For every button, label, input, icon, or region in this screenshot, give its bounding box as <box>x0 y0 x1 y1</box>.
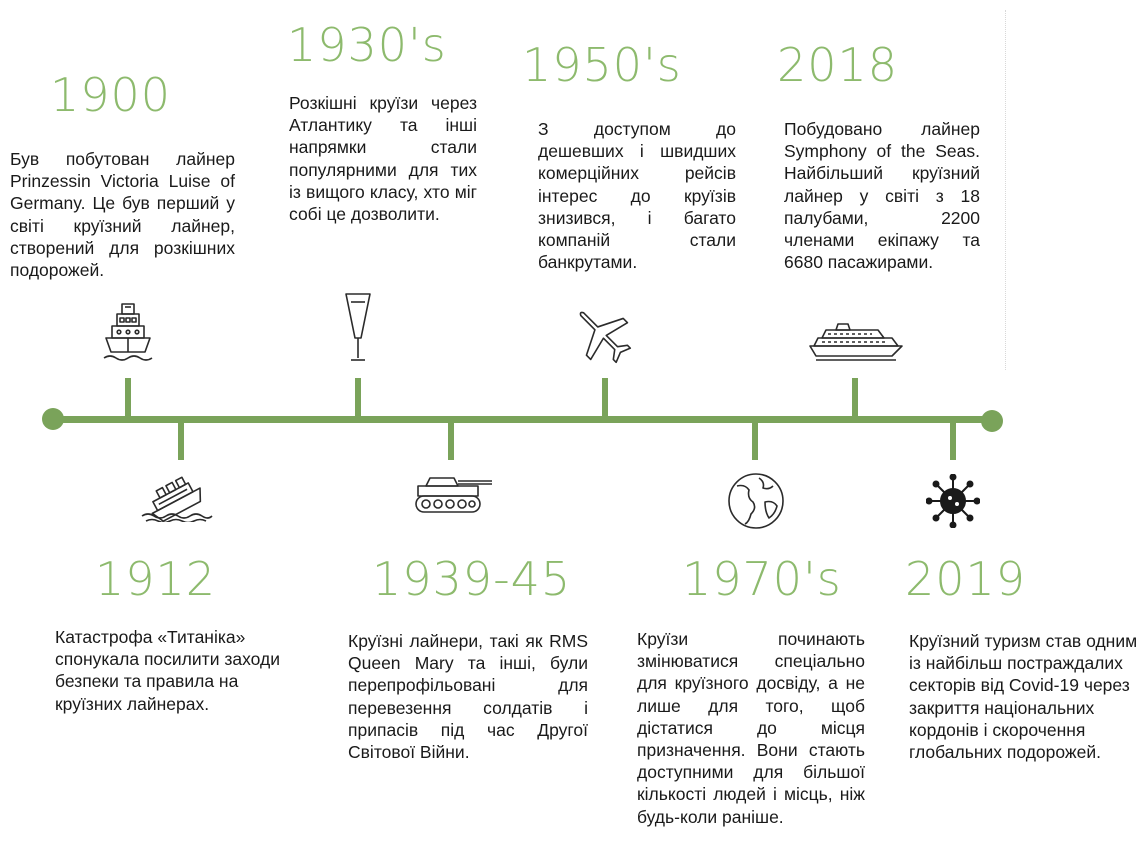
event-year: 1950's <box>522 38 682 92</box>
cruise-liner-icon <box>808 320 904 362</box>
tick-1939-45 <box>448 420 454 460</box>
event-year: 1912 <box>95 552 217 606</box>
event-description: Розкішні круїзи через Атлантику та інші … <box>289 93 477 225</box>
event-description: Круїзи починають змінюватися спеціально … <box>637 629 865 827</box>
event-description: Був побутован лайнер Prinzessin Victoria… <box>10 149 235 281</box>
tank-icon <box>414 470 496 518</box>
event-year: 1930's <box>287 18 447 72</box>
event-year: 1939-45 <box>372 552 572 606</box>
tick-1950s <box>602 378 608 420</box>
tick-1912 <box>178 420 184 460</box>
event-year: 1900 <box>50 68 172 122</box>
airplane-icon <box>570 302 634 366</box>
timeline-end-dot <box>981 410 1003 432</box>
tick-1930s <box>355 378 361 420</box>
event-year: 1970's <box>682 552 842 606</box>
sinking-ship-icon <box>140 470 214 522</box>
timeline-line <box>53 416 995 423</box>
globe-icon <box>727 472 785 530</box>
divider <box>1005 10 1006 370</box>
event-year: 2018 <box>777 38 899 92</box>
tick-1900 <box>125 378 131 420</box>
event-description: Катастрофа «Титаніка» спонукала посилити… <box>55 627 280 714</box>
tick-1970s <box>752 420 758 460</box>
tick-2019 <box>950 420 956 460</box>
event-description: Круїзний туризм став одним із найбільш п… <box>909 631 1138 763</box>
champagne-glass-icon <box>343 292 373 364</box>
virus-icon <box>926 474 980 528</box>
timeline-start-dot <box>42 408 64 430</box>
event-year: 2019 <box>905 552 1027 606</box>
event-description: Побудовано лайнер Symphony of the Seas. … <box>784 119 980 273</box>
tick-2018 <box>852 378 858 420</box>
cruise-ship-front-icon <box>102 302 154 364</box>
event-description: З доступом до дешевших і швидших комерці… <box>538 119 736 273</box>
event-description: Круїзні лайнери, такі як RMS Queen Mary … <box>348 631 588 763</box>
